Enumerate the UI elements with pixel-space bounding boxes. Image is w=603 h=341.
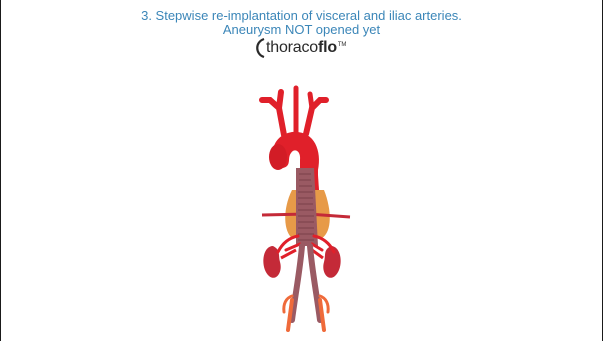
supra-aortic-branches	[262, 88, 326, 135]
